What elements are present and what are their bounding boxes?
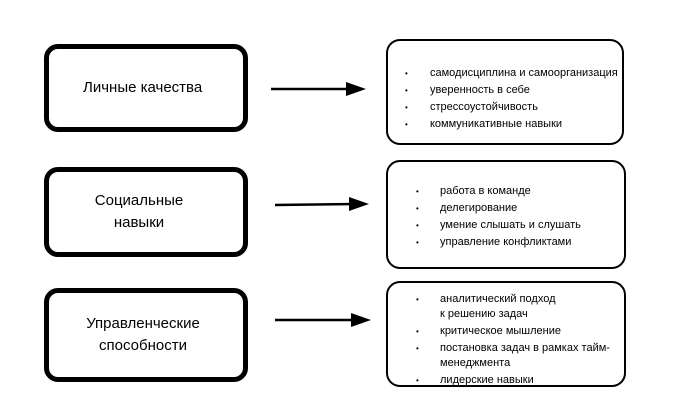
list-item-text: аналитический подход к решению задач [440, 293, 556, 320]
bullet-icon: • [416, 187, 419, 196]
bullet-icon: • [416, 327, 419, 336]
items-box-management: • аналитический подход к решению задач •… [386, 281, 626, 387]
list-item-text: лидерские навыки [440, 374, 534, 386]
list-item-text: уверенность в себе [430, 84, 530, 96]
list-item: • работа в команде [388, 184, 624, 199]
bullet-icon: • [405, 86, 408, 95]
list-item: • умение слышать и слушать [388, 218, 624, 233]
list-item-text: коммуникативные навыки [430, 118, 563, 130]
items-box-personal: • самодисциплина и самоорганизация • уве… [386, 39, 624, 145]
list-item: • лидерские навыки [388, 373, 624, 388]
list-item-text: постановка задач в рамках тайм- менеджме… [440, 342, 610, 369]
bullet-icon: • [405, 120, 408, 129]
list-item: • стрессоустойчивость [388, 100, 622, 115]
bullet-icon: • [416, 204, 419, 213]
arrow-social-to-list [274, 197, 369, 211]
list-item: • управление конфликтами [388, 235, 624, 250]
list-item-text: работа в команде [440, 185, 531, 197]
category-box-management: Управленческие способности [44, 288, 248, 382]
bullet-icon: • [416, 295, 419, 304]
bullet-icon: • [405, 103, 408, 112]
list-item-text: управление конфликтами [440, 236, 572, 248]
list-item: • аналитический подход к решению задач [388, 292, 624, 322]
category-box-social: Социальные навыки [44, 167, 248, 257]
category-label: Личные качества [83, 79, 203, 96]
list-item: • уверенность в себе [388, 83, 622, 98]
category-box-personal: Личные качества [44, 44, 248, 132]
list-item-text: делегирование [440, 202, 518, 214]
items-box-social: • работа в команде • делегирование • уме… [386, 160, 626, 269]
bullet-icon: • [416, 238, 419, 247]
list-item-text: умение слышать и слушать [440, 219, 581, 231]
bullet-icon: • [416, 376, 419, 385]
list-item-text: самодисциплина и самоорганизация [430, 67, 618, 79]
list-item-text: критическое мышление [440, 325, 561, 337]
category-label: Социальные навыки [94, 192, 184, 231]
category-label: Управленческие способности [86, 315, 200, 354]
list-item: • коммуникативные навыки [388, 117, 622, 132]
arrow-personal-to-list [271, 82, 366, 96]
list-item: • самодисциплина и самоорганизация [388, 66, 622, 81]
list-item: • критическое мышление [388, 324, 624, 339]
bullet-icon: • [405, 69, 408, 78]
arrow-management-to-list [275, 313, 371, 327]
list-item: • делегирование [388, 201, 624, 216]
list-item: • постановка задач в рамках тайм- менедж… [388, 341, 624, 371]
bullet-icon: • [416, 344, 419, 353]
bullet-icon: • [416, 221, 419, 230]
list-item-text: стрессоустойчивость [430, 101, 538, 113]
